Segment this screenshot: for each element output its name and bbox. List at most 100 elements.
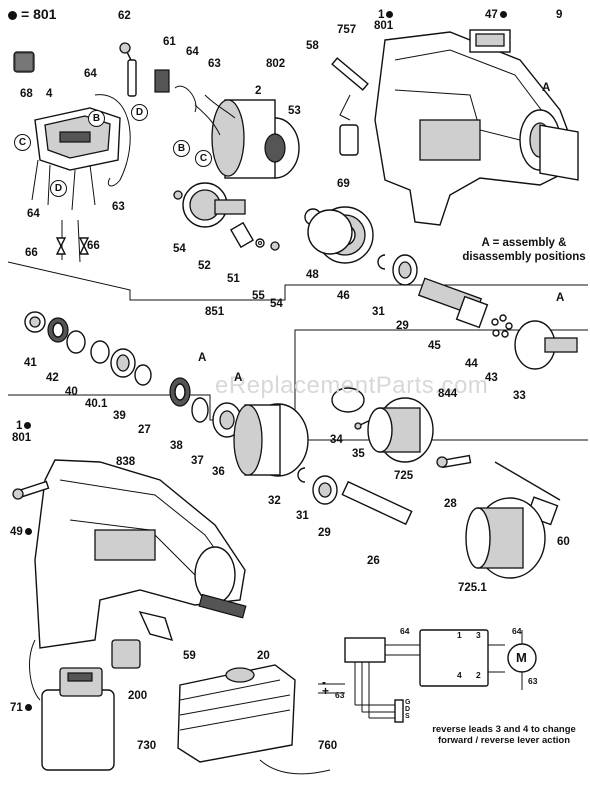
label-725: 725 [394, 470, 414, 482]
switch-terminal-3: 3 [476, 630, 481, 640]
part-725-chuck [367, 397, 434, 463]
label-1-top-text: 1 [378, 9, 385, 21]
part-33-housing-ring [514, 320, 578, 370]
callout-d: D [50, 180, 67, 197]
assembly-note-line1: A = assembly & [481, 237, 567, 249]
wire-label-64-motor: 64 [512, 626, 522, 636]
switch-terminal-4: 4 [457, 670, 462, 680]
wire-label-63-motor: 63 [528, 676, 538, 686]
dot-marker-icon [24, 704, 32, 712]
label-63-top: 63 [208, 58, 221, 70]
label-69: 69 [337, 178, 350, 190]
label-29-upper: 29 [396, 320, 409, 332]
part-725-1-keyed-chuck [465, 497, 546, 579]
label-A-right: A [556, 292, 565, 304]
part-31-ring-lower [297, 467, 306, 483]
label-47: 47 [485, 9, 507, 21]
label-2: 2 [255, 85, 262, 97]
label-801-top: 801 [374, 20, 394, 32]
part-54-ball-right [270, 241, 280, 251]
part-200-lever [111, 639, 141, 669]
label-838: 838 [116, 456, 136, 468]
label-44: 44 [465, 358, 478, 370]
motor-symbol: M [516, 650, 527, 665]
dot-marker-icon [24, 528, 32, 536]
part-71-wire [29, 639, 41, 701]
label-1-top: 1 [378, 9, 394, 21]
label-1-lower: 1 [16, 420, 32, 432]
watermark: eReplacementParts.com [215, 372, 489, 399]
label-4: 4 [46, 88, 53, 100]
part-40-washer [66, 330, 86, 354]
wiring-note-line1: reverse leads 3 and 4 to change [432, 724, 576, 735]
callout-b: B [88, 110, 105, 127]
part-39-ring-gear [110, 348, 136, 378]
label-31-lower: 31 [296, 510, 309, 522]
label-52: 52 [198, 260, 211, 272]
label-200: 200 [128, 690, 148, 702]
part-38-spring [169, 377, 191, 407]
assembly-note: A = assembly & disassembly positions [460, 236, 588, 264]
label-757: 757 [337, 24, 357, 36]
part-32-collar [233, 403, 309, 477]
label-40: 40 [65, 386, 78, 398]
label-9: 9 [556, 9, 563, 21]
label-20: 20 [257, 650, 270, 662]
label-27: 27 [138, 424, 151, 436]
wire-label-63-bottom: 63 [335, 690, 345, 700]
label-37: 37 [191, 455, 204, 467]
label-66-left: 66 [25, 247, 38, 259]
label-63-lower: 63 [112, 201, 125, 213]
label-58: 58 [306, 40, 319, 52]
legend-dot-icon [8, 10, 17, 20]
wiring-note: reverse leads 3 and 4 to change forward … [420, 724, 588, 746]
part-20-plate [198, 593, 247, 619]
part-58-pin [331, 57, 369, 156]
callout-c-right: C [195, 150, 212, 167]
label-844: 844 [438, 388, 458, 400]
label-43: 43 [485, 372, 498, 384]
polarity-minus: - [322, 675, 326, 689]
callout-c: C [14, 134, 31, 151]
part-62-screw [119, 42, 137, 97]
label-71-text: 71 [10, 702, 23, 714]
label-1-lower-text: 1 [16, 420, 23, 432]
section-divider-upper [7, 261, 588, 301]
label-46: 46 [337, 290, 350, 302]
part-730-battery [41, 667, 115, 771]
switch-terminal-1: 1 [457, 630, 462, 640]
label-60: 60 [557, 536, 570, 548]
label-68: 68 [20, 88, 33, 100]
label-64-top: 64 [186, 46, 199, 58]
wiring-diagram [318, 629, 537, 723]
label-39: 39 [113, 410, 126, 422]
dot-marker-icon [24, 422, 32, 430]
wire-letter-g: G [405, 699, 411, 706]
part-68-brush [13, 51, 35, 73]
part-29-bearing-upper [392, 254, 418, 286]
label-34: 34 [330, 434, 343, 446]
label-33: 33 [513, 390, 526, 402]
dot-marker-icon [499, 11, 507, 19]
part-2-motor [194, 94, 300, 179]
label-41: 41 [24, 357, 37, 369]
label-47-text: 47 [485, 9, 498, 21]
label-64-lower: 64 [27, 208, 40, 220]
label-801-lower: 801 [12, 432, 32, 444]
part-61-clip [154, 69, 197, 113]
part-34-washer [331, 387, 365, 413]
switch-terminal-2: 2 [476, 670, 481, 680]
label-A-top: A [542, 82, 551, 94]
part-42-carrier [47, 317, 69, 343]
part-31-ring-upper [377, 254, 386, 270]
part-28-screw [436, 454, 472, 469]
part-37-ring [191, 397, 209, 423]
part-54-ball [173, 190, 183, 200]
wire-label-64-top: 64 [400, 626, 410, 636]
wire-letter-s: S [405, 713, 410, 720]
label-29-lower: 29 [318, 527, 331, 539]
part-760-charger [177, 664, 331, 775]
part-29-bearing-lower [312, 475, 338, 505]
part-52-gear [182, 182, 255, 249]
label-36: 36 [212, 466, 225, 478]
